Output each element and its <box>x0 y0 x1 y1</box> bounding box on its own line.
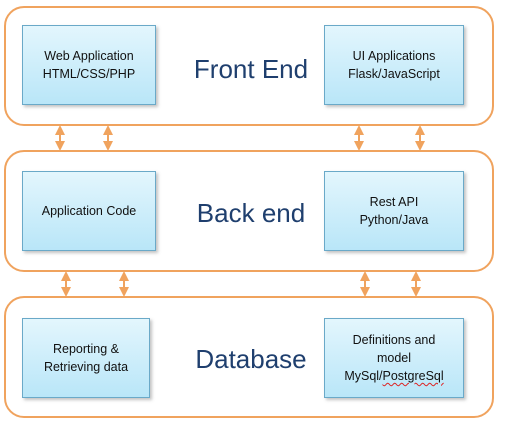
web-application-label: Web Application <box>44 49 134 63</box>
definitions-label-line1: Definitions and <box>352 333 436 347</box>
application-code-label: Application Code <box>41 204 137 218</box>
definitions-label-line2: model <box>376 351 412 365</box>
reporting-box: Reporting & Retrieving data <box>22 318 150 398</box>
web-application-box: Web Application HTML/CSS/PHP <box>22 25 156 105</box>
ui-applications-tech: Flask/JavaScript <box>348 67 440 81</box>
database-title: Database <box>195 344 307 374</box>
ui-applications-label: UI Applications <box>352 49 436 63</box>
application-code-box: Application Code <box>22 171 156 251</box>
web-application-tech: HTML/CSS/PHP <box>42 67 136 81</box>
reporting-label-line2: Retrieving data <box>43 360 129 374</box>
rest-api-label: Rest API <box>369 195 419 209</box>
definitions-box: Definitions and model MySql/PostgreSql <box>324 318 464 398</box>
definitions-label-line3: MySql/PostgreSql <box>344 367 443 385</box>
ui-applications-box: UI Applications Flask/JavaScript <box>324 25 464 105</box>
rest-api-box: Rest API Python/Java <box>324 171 464 251</box>
postgresql-label: PostgreSql <box>382 369 444 383</box>
front-end-title: Front End <box>193 54 309 84</box>
rest-api-tech: Python/Java <box>359 213 429 227</box>
back-end-title: Back end <box>196 198 306 228</box>
reporting-label-line1: Reporting & <box>52 342 119 356</box>
mysql-label: MySql/ <box>344 369 383 383</box>
